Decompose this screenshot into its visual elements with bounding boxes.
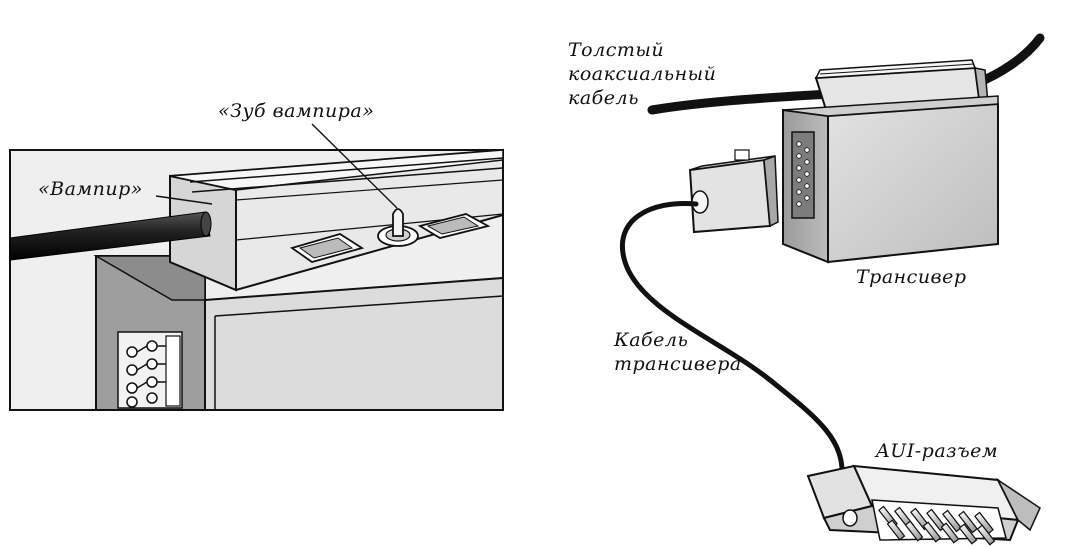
aui-connector bbox=[806, 464, 1041, 546]
vampire-label: «Вампир» bbox=[38, 178, 143, 200]
thick-coax-cable bbox=[647, 89, 835, 115]
transceiver-aui-socket bbox=[791, 131, 815, 219]
transceiver-label: Трансивер bbox=[856, 266, 967, 288]
aui-connector-label: AUI-разъем bbox=[876, 440, 999, 462]
thick-coax-label-line-3: кабель bbox=[568, 87, 639, 109]
transceiver-body bbox=[782, 95, 999, 264]
vampire-tooth bbox=[392, 208, 404, 237]
transceiver-panel bbox=[620, 33, 1045, 546]
thick-coax-label-line-1: Толстый bbox=[568, 39, 665, 61]
vampire-clamp bbox=[169, 148, 504, 292]
transceiver-cable-label: Кабель трансивера bbox=[614, 328, 742, 376]
transceiver-cable-label-line-1: Кабель bbox=[614, 329, 689, 351]
indicator-leds bbox=[126, 340, 158, 408]
vampire-leader-line bbox=[155, 195, 213, 205]
vampire-tooth-label: «Зуб вампира» bbox=[218, 100, 375, 122]
transceiver-housing bbox=[93, 255, 504, 411]
aui-pins bbox=[878, 505, 996, 546]
transceiver-cable bbox=[620, 201, 845, 483]
transceiver-cable-label-line-2: трансивера bbox=[614, 353, 742, 375]
coax-cable-left bbox=[9, 211, 211, 261]
thick-coax-label-line-2: коаксиальный bbox=[568, 63, 717, 85]
thick-coax-label: Толстый коаксиальный кабель bbox=[568, 38, 716, 110]
vampire-tap-panel bbox=[9, 100, 504, 411]
tooth-leader-line bbox=[311, 123, 398, 209]
transceiver-plug bbox=[688, 149, 779, 234]
